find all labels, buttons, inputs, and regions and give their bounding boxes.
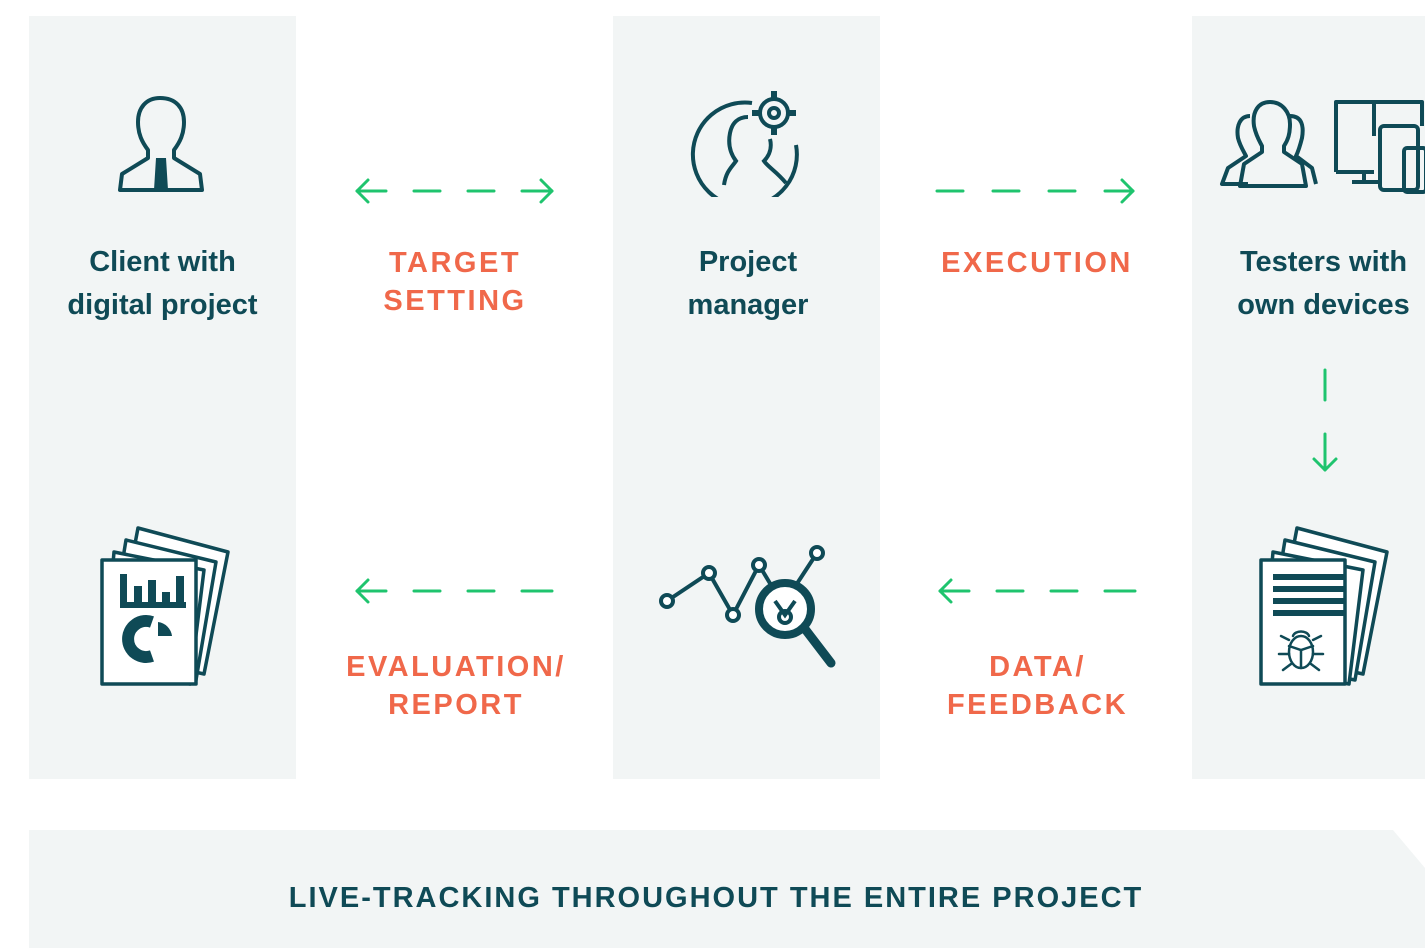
manager-gear-icon xyxy=(690,91,799,197)
execution-label: EXECUTION xyxy=(941,247,1133,279)
data-feedback-label: DATA/ FEEDBACK xyxy=(946,651,1129,721)
client-label: Client with digital project xyxy=(67,246,258,321)
live-tracking-text: LIVE-TRACKING THROUGHOUT THE ENTIRE PROJ… xyxy=(288,882,1144,914)
analytics-magnifier-icon xyxy=(659,545,836,668)
manager-panel xyxy=(613,16,880,779)
businessman-icon xyxy=(118,96,204,192)
data-feedback-arrow xyxy=(938,578,1137,604)
testers-label: Testers with own devices xyxy=(1237,246,1410,321)
testers-devices-icon xyxy=(1220,100,1425,194)
live-tracking-banner xyxy=(29,830,1425,948)
evaluation-arrow xyxy=(355,578,554,604)
evaluation-label: EVALUATION/ REPORT xyxy=(346,651,566,721)
target-setting-arrow xyxy=(355,178,554,204)
bug-report-document-icon xyxy=(1259,526,1389,686)
execution-arrow xyxy=(935,178,1135,204)
report-document-icon xyxy=(100,526,230,686)
manager-label: Project manager xyxy=(687,246,809,321)
testers-down-arrow xyxy=(1312,368,1338,472)
target-setting-label: TARGET SETTING xyxy=(383,247,527,317)
